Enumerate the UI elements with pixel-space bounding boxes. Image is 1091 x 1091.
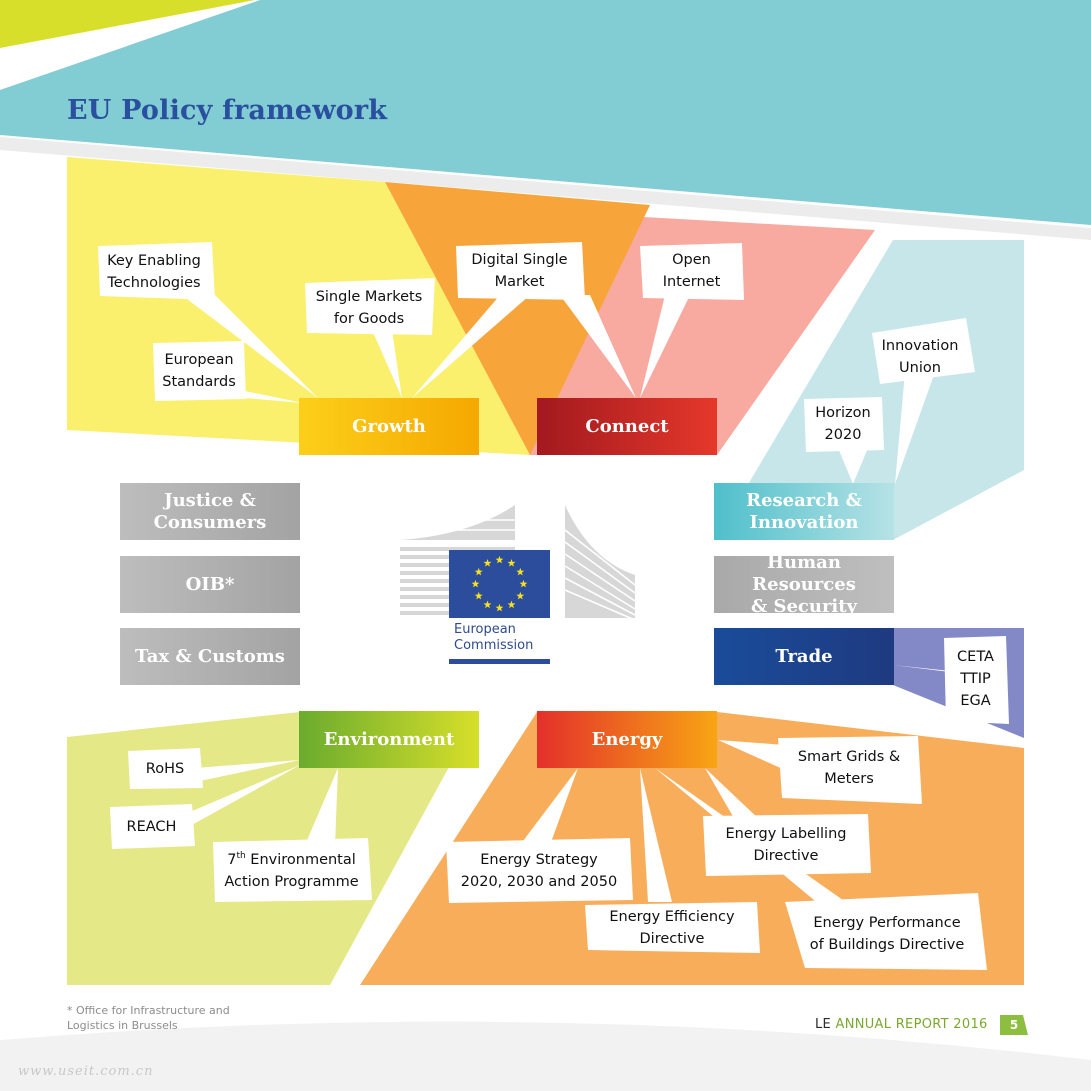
- tax-customs-box: Tax & Customs: [120, 628, 300, 685]
- eu-star: [507, 600, 516, 609]
- bubble-innovation-union: Innovation Union: [881, 338, 959, 376]
- eu-star: [507, 559, 516, 567]
- eu-star: [516, 591, 525, 600]
- eap-rest: Environmental: [245, 852, 356, 868]
- page-number-tag: [1000, 1015, 1028, 1035]
- bubble-energy-strategy: Energy Strategy 2020, 2030 and 2050: [460, 852, 618, 890]
- energy-label: Energy: [591, 728, 663, 750]
- footnote: * Office for Infrastructure and Logistic…: [67, 1004, 230, 1032]
- eu-star: [519, 579, 528, 588]
- research-innovation-box: Research & Innovation: [714, 483, 894, 540]
- bubble-single-markets-goods: Single Markets for Goods: [315, 289, 423, 327]
- bubble-horizon-2020: Horizon 2020: [815, 405, 871, 443]
- bubble-7th-environmental-action-programme: 7th Environmental Action Programme: [213, 840, 370, 902]
- eu-star: [483, 600, 492, 609]
- eap-superscript: th: [236, 851, 246, 862]
- european-commission-logo: [400, 505, 636, 664]
- eap-line-2: Action Programme: [224, 874, 359, 890]
- growth-box-bg: [299, 398, 479, 455]
- bubble-rohs: RoHS: [145, 760, 185, 777]
- bottom-curve: [0, 1021, 1091, 1091]
- hr-label: Human Resources & Security: [750, 551, 858, 617]
- bubble-energy-efficiency-directive: Energy Efficiency Directive: [609, 909, 735, 947]
- trade-box-bg: [714, 628, 894, 685]
- eu-star: [516, 567, 525, 576]
- oib-box: OIB*: [120, 556, 300, 613]
- eu-star: [474, 591, 483, 600]
- environment-box: Environment: [299, 711, 479, 768]
- report-footer: LE ANNUAL REPORT 2016: [815, 1017, 988, 1032]
- bubble-digital-single-market: Digital Single Market: [471, 252, 568, 290]
- header-banner: [0, 0, 1091, 225]
- bubble-open-internet: Open Internet: [662, 252, 721, 290]
- lime-corner: [0, 0, 255, 48]
- eu-star: [471, 579, 480, 588]
- page-title: EU Policy framework: [67, 95, 388, 126]
- connect-label: Connect: [585, 415, 669, 437]
- bubble-key-enabling-technologies: Key Enabling Technologies: [107, 253, 201, 291]
- tax-box-bg: [120, 628, 300, 685]
- trade-box: Trade: [714, 628, 894, 685]
- oib-box-bg: [120, 556, 300, 613]
- research-field: [715, 240, 1024, 540]
- research-box-bg: [714, 483, 894, 540]
- bubble-energy-performance-buildings: Energy Performance of Buildings Directiv…: [809, 915, 965, 953]
- page-number: 5: [1009, 1018, 1019, 1032]
- hr-box-bg: [714, 556, 894, 613]
- growth-label: Growth: [352, 415, 426, 437]
- oib-label: OIB*: [185, 573, 235, 595]
- bubble-reach: REACH: [126, 818, 177, 835]
- banner-shadow: [0, 137, 1091, 240]
- eu-star: [483, 559, 492, 567]
- bubble-european-standards: European Standards: [162, 352, 236, 390]
- connect-box: Connect: [537, 398, 717, 455]
- eu-star: [495, 603, 504, 612]
- eap-number: 7: [227, 852, 237, 868]
- research-label: Research & Innovation: [746, 489, 862, 533]
- overlap-field: [385, 182, 650, 455]
- justice-box-bg: [120, 483, 300, 540]
- trade-label: Trade: [775, 645, 833, 667]
- justice-consumers-box: Justice & Consumers: [120, 483, 300, 540]
- growth-box: Growth: [299, 398, 479, 455]
- tax-label: Tax & Customs: [135, 645, 285, 667]
- callout-bubbles: [98, 242, 1009, 970]
- footer-le: LE: [815, 1017, 832, 1032]
- energy-box-bg: [537, 711, 717, 768]
- energy-box: Energy: [537, 711, 717, 768]
- watermark: www.useit.com.cn: [18, 1064, 154, 1079]
- justice-label: Justice & Consumers: [153, 489, 267, 533]
- environment-box-bg: [299, 711, 479, 768]
- bubble-energy-labelling-directive: Energy Labelling Directive: [725, 826, 847, 864]
- eu-stars: [471, 555, 528, 612]
- bubble-ceta-ttip-ega: CETA TTIP EGA: [957, 649, 994, 709]
- eu-star: [474, 567, 483, 576]
- connect-box-bg: [537, 398, 717, 455]
- footer-annual-report: ANNUAL REPORT 2016: [835, 1017, 988, 1032]
- eu-star: [495, 555, 504, 564]
- european-commission-text: European Commission: [454, 622, 534, 653]
- environment-label: Environment: [323, 728, 455, 750]
- hr-security-box: Human Resources & Security: [714, 552, 894, 617]
- eap-line-1: 7th Environmental: [227, 849, 356, 871]
- bubble-smart-grids-meters: Smart Grids & Meters: [797, 749, 901, 787]
- logo-underline: [449, 659, 550, 664]
